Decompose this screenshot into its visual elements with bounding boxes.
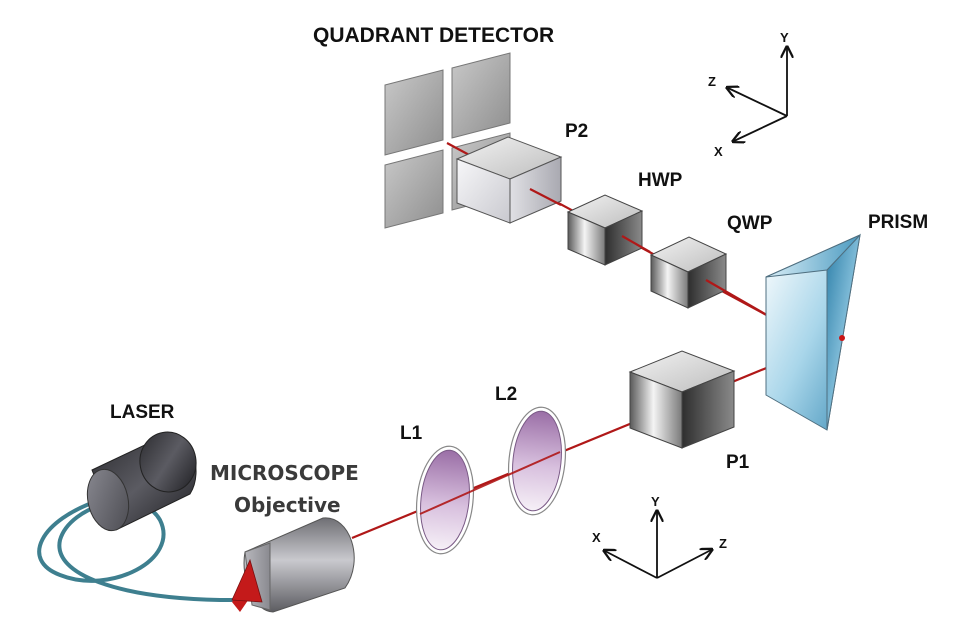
label-quadrant-detector: QUADRANT DETECTOR bbox=[313, 24, 554, 47]
label-l1: L1 bbox=[400, 423, 423, 444]
detector-quadrant-top-right bbox=[451, 52, 511, 139]
label-qwp: QWP bbox=[727, 213, 773, 234]
label-p1: P1 bbox=[726, 452, 750, 473]
axes-top: Y Z X bbox=[708, 30, 789, 159]
laser-source bbox=[86, 431, 197, 532]
axis-bottom-y-label: Y bbox=[651, 494, 660, 509]
axis-bottom-z-label: Z bbox=[719, 536, 727, 551]
qwp-waveplate bbox=[649, 236, 728, 309]
axes-bottom: Y Z X bbox=[592, 494, 727, 579]
detector-quadrant-bottom-left bbox=[384, 149, 444, 229]
label-microscope: MICROSCOPE bbox=[210, 461, 359, 485]
axis-top-y-label: Y bbox=[780, 30, 789, 45]
label-objective: Objective bbox=[234, 493, 341, 517]
label-laser: LASER bbox=[110, 402, 175, 423]
p1-polarizer-cube bbox=[628, 350, 736, 449]
detector-quadrant-top-left bbox=[384, 69, 444, 156]
beam-spot bbox=[839, 335, 845, 341]
label-hwp: HWP bbox=[638, 170, 683, 191]
hwp-waveplate bbox=[566, 194, 644, 266]
label-l2: L2 bbox=[495, 384, 517, 405]
optical-fiber bbox=[37, 498, 234, 602]
microscope-objective bbox=[231, 517, 355, 613]
lens-l1 bbox=[415, 445, 475, 555]
axis-top-x-label: X bbox=[714, 144, 723, 159]
label-prism: PRISM bbox=[868, 212, 928, 233]
axis-bottom-x-label: X bbox=[592, 530, 601, 545]
prism bbox=[765, 233, 861, 431]
lens-l2 bbox=[507, 406, 567, 516]
label-p2: P2 bbox=[565, 121, 588, 142]
axis-top-z-label: Z bbox=[708, 74, 716, 89]
p2-polarizer-cube bbox=[455, 136, 563, 224]
